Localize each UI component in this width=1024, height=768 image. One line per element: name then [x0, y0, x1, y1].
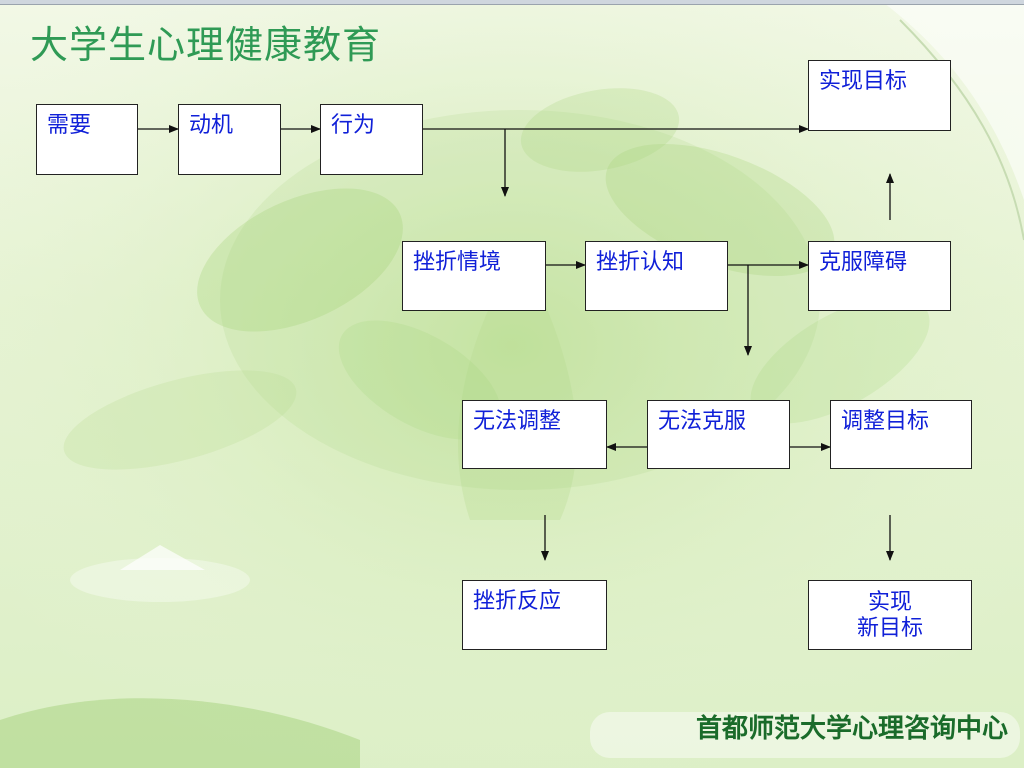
node-achieve-goal: 实现目标 — [808, 60, 951, 131]
footer-organization: 首都师范大学心理咨询中心 — [695, 714, 1008, 744]
node-achieve-new-goal: 实现 新目标 — [808, 580, 972, 650]
node-frustration-situation: 挫折情境 — [402, 241, 546, 311]
node-achieve-new-goal-line1: 实现 — [867, 590, 912, 615]
node-frustration-reaction: 挫折反应 — [462, 580, 607, 650]
node-adjust-goal: 调整目标 — [830, 400, 972, 469]
node-frustration-cognition: 挫折认知 — [585, 241, 728, 311]
node-achieve-new-goal-line2: 新目标 — [856, 616, 923, 641]
node-behavior: 行为 — [320, 104, 423, 175]
node-motive: 动机 — [178, 104, 281, 175]
window-top-bar — [0, 0, 1024, 5]
node-unable-adjust: 无法调整 — [462, 400, 607, 469]
slide-title: 大学生心理健康教育 — [30, 23, 382, 67]
node-overcome-obstacle: 克服障碍 — [808, 241, 951, 311]
node-need: 需要 — [36, 104, 138, 175]
node-unable-overcome: 无法克服 — [647, 400, 790, 469]
